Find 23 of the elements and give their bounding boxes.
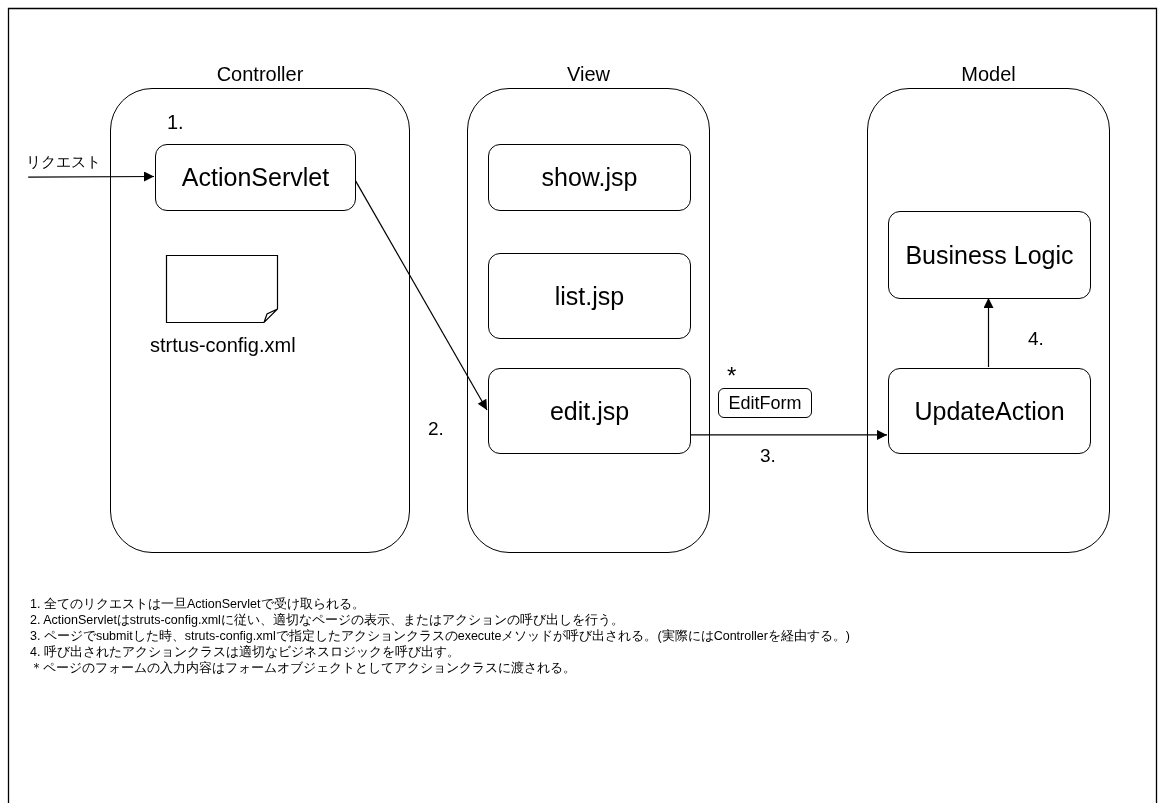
arrow [27,171,155,182]
arrow [983,297,994,368]
note-text: 1. 全てのリクエストは一旦ActionServletで受け取られる。 [30,596,365,612]
process-box: Business Logic [888,211,1091,299]
note-text: 4. 呼び出されたアクションクラスは適切なビジネスロジックを呼び出す。 [30,644,460,660]
file-name: strtus-config.xml [150,333,296,357]
process-box: UpdateAction [888,368,1091,454]
process-box: edit.jsp [488,368,691,454]
column-title: Model [960,62,1017,86]
note-text: 2. ActionServletはstruts-config.xmlに従い、適切なページの表示、またはアクションの呼び出しを行う。 [30,612,624,628]
request-label: リクエスト [26,152,98,174]
process-box: show.jsp [488,144,691,211]
form-box: EditForm [718,388,812,418]
arrow [689,429,888,440]
step-number: 1. [167,110,184,134]
column-title: View [566,62,611,86]
column-title: Controller [215,62,305,86]
process-box: list.jsp [488,253,691,339]
arrow [354,179,488,411]
note-text: ＊ページのフォームの入力内容はフォームオブジェクトとしてアクションクラスに渡される。 [30,660,576,676]
process-box: ActionServlet [155,144,356,211]
note-text: 3. ページでsubmitした時、struts-config.xmlで指定したアクションクラスのexecuteメソッドが呼び出される。(実際にはControllerを経由する。) [30,628,850,644]
footnote-mark: * [727,364,737,388]
